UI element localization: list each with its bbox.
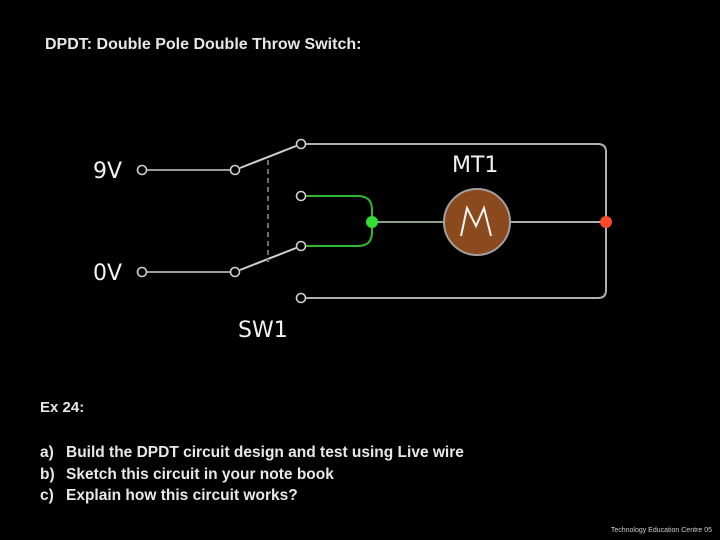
switch-throw-4	[295, 292, 307, 304]
label-9v: 9V	[93, 159, 122, 184]
task-item-c: c)Explain how this circuit works?	[40, 487, 298, 504]
junction-right-icon	[600, 216, 612, 228]
label-motor: MT1	[452, 153, 498, 178]
switch-throw-1	[295, 138, 307, 150]
task-item-a: a)Build the DPDT circuit design and test…	[40, 444, 464, 461]
exercise-task-list: a)Build the DPDT circuit design and test…	[40, 442, 464, 507]
exercise-title: Ex 24:	[40, 399, 85, 416]
wire-bottom-throw	[306, 220, 607, 299]
task-item-b: b)Sketch this circuit in your note book	[40, 465, 334, 483]
wire-top-throw	[306, 143, 607, 220]
terminal-icon	[136, 138, 307, 304]
label-0v: 0V	[93, 261, 122, 286]
label-switch: SW1	[238, 318, 288, 343]
page-title: DPDT: Double Pole Double Throw Switch:	[45, 36, 362, 53]
switch-lever-top	[239, 145, 297, 169]
wire-middle-upper	[306, 195, 373, 222]
terminal-9v	[136, 164, 148, 176]
footer-credit: Technology Education Centre 05	[610, 527, 712, 534]
terminal-0v	[136, 266, 148, 278]
switch-throw-3	[295, 240, 307, 252]
switch-pole-bottom	[229, 266, 241, 278]
switch-throw-2	[295, 190, 307, 202]
wire-middle-lower	[306, 222, 373, 247]
switch-pole-top	[229, 164, 241, 176]
motor-icon	[443, 188, 511, 256]
junction-left-icon	[366, 216, 378, 228]
